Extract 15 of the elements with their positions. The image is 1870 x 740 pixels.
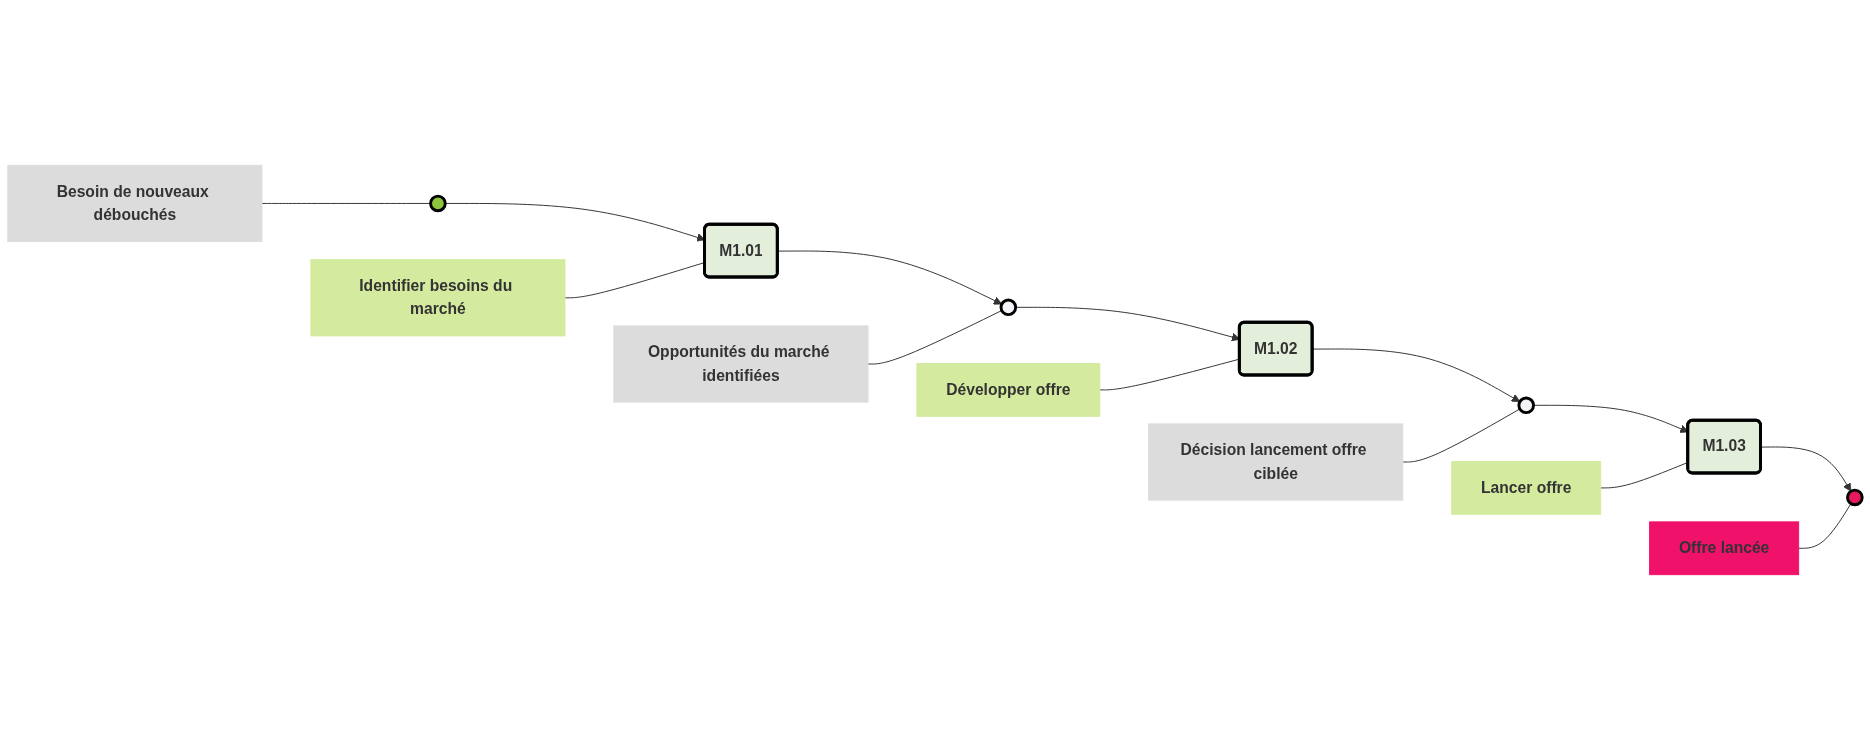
node-box: Opportunités du marché identifiées <box>613 325 869 403</box>
node-circle <box>999 298 1018 317</box>
node-box: Décision lancement offre ciblée <box>1148 423 1404 501</box>
connector <box>1798 503 1852 549</box>
node-box: Développer offre <box>916 363 1101 417</box>
node-box: Lancer offre <box>1451 461 1602 515</box>
node-circle <box>1517 396 1535 415</box>
node-box: Identifier besoins du marché <box>310 259 566 337</box>
node-box: Besoin de nouveaux débouchés <box>7 164 263 243</box>
node-circle <box>1846 488 1864 507</box>
connector <box>867 310 1003 365</box>
connector <box>1402 408 1521 463</box>
node-circle <box>429 194 447 213</box>
node-box: Offre lancée <box>1649 521 1800 576</box>
connector <box>261 202 432 204</box>
